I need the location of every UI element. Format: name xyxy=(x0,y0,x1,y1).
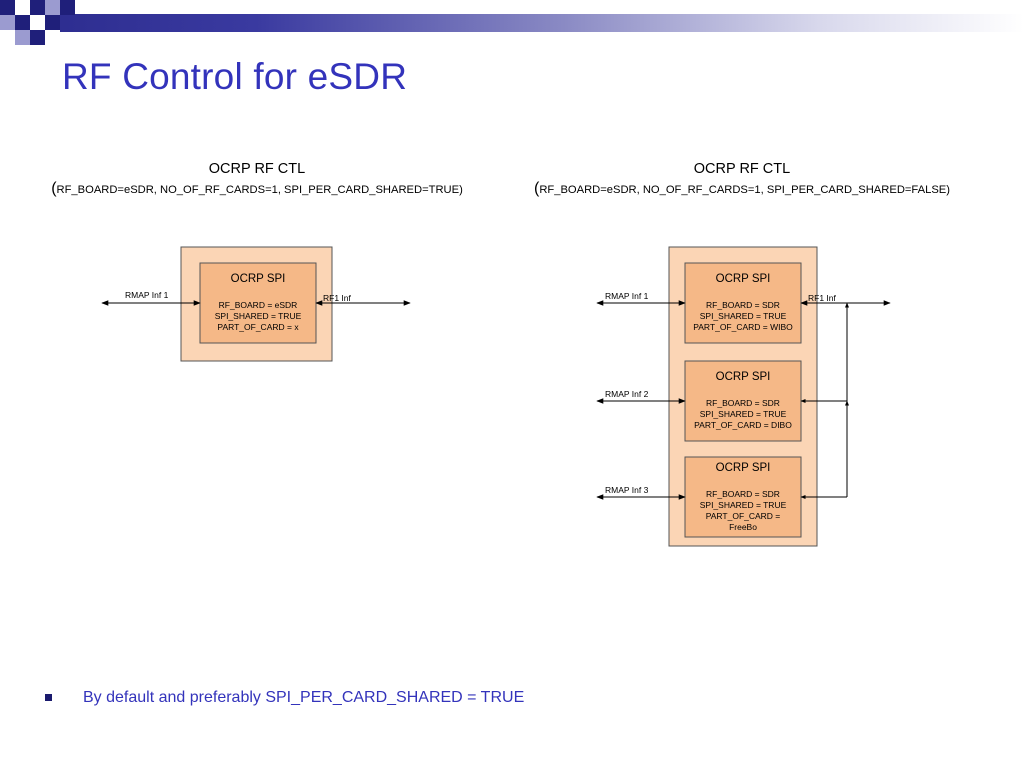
spi-box-line: SPI_SHARED = TRUE xyxy=(215,311,302,321)
diagram-shared-spi: OCRP SPI RF_BOARD = eSDR SPI_SHARED = TR… xyxy=(101,246,411,362)
page-title: RF Control for eSDR xyxy=(62,56,408,97)
checker-square xyxy=(45,30,60,45)
checker-square xyxy=(30,15,45,30)
spi-box-title: OCRP SPI xyxy=(716,462,771,474)
spi-box-title: OCRP SPI xyxy=(716,273,771,285)
rf-inf-label: RF1 Inf xyxy=(808,293,837,303)
checker-square xyxy=(15,15,30,30)
rmap-inf-label: RMAP Inf 1 xyxy=(605,291,649,301)
checker-square xyxy=(60,0,75,15)
ocrp-spi-box xyxy=(199,262,317,344)
rmap-inf-label: RMAP Inf 3 xyxy=(605,485,649,495)
rmap-inf-label: RMAP Inf 2 xyxy=(605,389,649,399)
diagram-params: (RF_BOARD=eSDR, NO_OF_RF_CARDS=1, SPI_PE… xyxy=(534,180,950,197)
spi-box-line: SPI_SHARED = TRUE xyxy=(700,500,787,510)
diagram-heading-shared: OCRP RF CTL (RF_BOARD=eSDR, NO_OF_RF_CAR… xyxy=(12,160,502,201)
diagram-title: OCRP RF CTL xyxy=(208,161,306,177)
rf-inf-label: RF1 Inf xyxy=(323,293,352,303)
header-gradient-bar xyxy=(0,14,1024,32)
spi-box-line: RF_BOARD = SDR xyxy=(706,300,780,310)
spi-box-line: RF_BOARD = SDR xyxy=(706,398,780,408)
spi-box-line: RF_BOARD = SDR xyxy=(706,489,780,499)
header-decoration xyxy=(0,0,1024,46)
spi-box-line: RF_BOARD = eSDR xyxy=(219,300,298,310)
checker-square xyxy=(15,30,30,45)
spi-box-line: SPI_SHARED = TRUE xyxy=(700,311,787,321)
spi-box-line: PART_OF_CARD = x xyxy=(217,322,299,332)
diagram-heading-not-shared: OCRP RF CTL (RF_BOARD=eSDR, NO_OF_RF_CAR… xyxy=(495,160,989,201)
spi-box-line: FreeBo xyxy=(729,522,757,532)
checker-square xyxy=(30,30,45,45)
checker-square xyxy=(45,15,60,30)
spi-box-title: OCRP SPI xyxy=(231,273,286,285)
spi-box-line: PART_OF_CARD = WIBO xyxy=(693,322,793,332)
diagram-params: (RF_BOARD=eSDR, NO_OF_RF_CARDS=1, SPI_PE… xyxy=(51,180,463,197)
spi-box-line: PART_OF_CARD = DIBO xyxy=(694,420,792,430)
rmap-inf-label: RMAP Inf 1 xyxy=(125,290,169,300)
checker-square xyxy=(0,0,15,15)
checker-square xyxy=(15,0,30,15)
spi-box-line: PART_OF_CARD = xyxy=(706,511,781,521)
checker-square xyxy=(30,0,45,15)
spi-box-title: OCRP SPI xyxy=(716,371,771,383)
checker-square xyxy=(0,30,15,45)
bullet-text: By default and preferably SPI_PER_CARD_S… xyxy=(83,689,525,706)
diagram-per-card-spi: OCRP SPI RF_BOARD = SDR SPI_SHARED = TRU… xyxy=(596,246,891,547)
spi-box-line: SPI_SHARED = TRUE xyxy=(700,409,787,419)
ocrp-spi-box xyxy=(684,456,802,538)
bullet-marker xyxy=(45,694,52,701)
diagram-title: OCRP RF CTL xyxy=(693,161,791,177)
ocrp-spi-box xyxy=(684,262,802,344)
checker-square xyxy=(45,0,60,15)
ocrp-spi-box xyxy=(684,360,802,442)
checker-square xyxy=(0,15,15,30)
